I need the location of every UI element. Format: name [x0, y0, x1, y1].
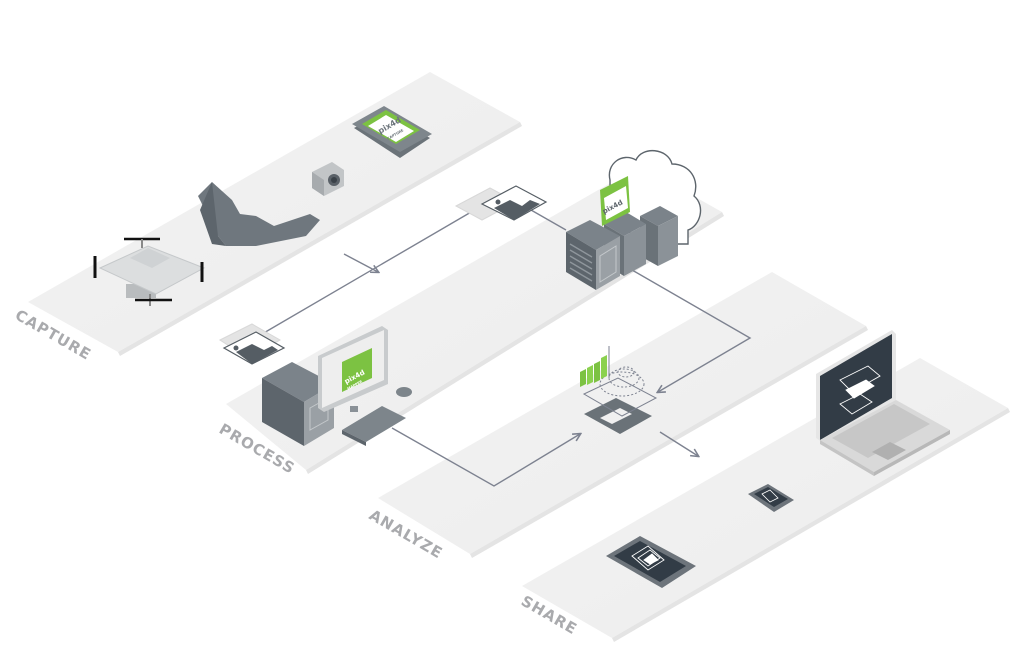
camera-icon [312, 162, 344, 196]
image-stack-icon [218, 323, 286, 365]
tablet-pix4d-capture-icon: pix4d CAPTURE [352, 106, 432, 158]
monitor-pix4d-mapper-icon: pix4d MAPPER [318, 326, 388, 412]
image-stack-cloud-icon [454, 185, 548, 221]
quadcopter-drone-icon [93, 237, 206, 306]
arrow-desktop-to-analyze [391, 427, 580, 487]
badge-mapper-sub: MAPPER [347, 380, 364, 391]
analysis-3d-model-icon [580, 346, 658, 434]
bar-chart-icon [580, 355, 607, 387]
cloud-servers-icon: pix4d [566, 176, 678, 290]
smartphone-icon [748, 484, 794, 512]
tablet-icon [606, 536, 696, 588]
fixed-wing-drone-icon [198, 182, 320, 246]
connector-images-to-cloud [261, 207, 479, 335]
laptop-icon [816, 330, 950, 476]
mouse-icon [396, 387, 412, 397]
connectors [261, 205, 752, 487]
arrow-capture-to-process [343, 253, 378, 272]
arrow-cloud-to-analyze [631, 269, 752, 392]
arrow-analyze-to-share [659, 431, 698, 456]
keyboard-icon [342, 406, 406, 446]
